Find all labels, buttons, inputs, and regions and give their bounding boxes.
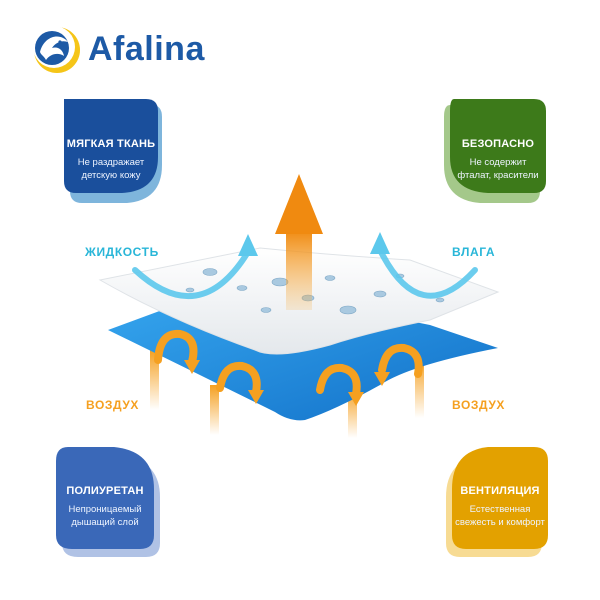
label-moisture: ВЛАГА: [452, 245, 496, 259]
badge-line: дышащий слой: [71, 517, 139, 528]
dolphin-logo-icon: [33, 26, 80, 73]
brand-name: Afalina: [88, 30, 205, 68]
badge-line: Не содержит: [469, 157, 527, 168]
badge-polyurethane: ПОЛИУРЕТАН Непроницаемый дышащий слой: [42, 445, 172, 565]
badge-line: Непроницаемый: [68, 504, 142, 515]
moisture-flow-arrows: [132, 247, 478, 299]
badge-line: свежесть и комфорт: [455, 517, 545, 528]
brand-logo: Afalina: [30, 22, 220, 82]
badge-title: БЕЗОПАСНО: [461, 138, 535, 150]
badge-safe: БЕЗОПАСНО Не содержит фталат, красители: [430, 95, 560, 210]
badge-soft-fabric: МЯГКАЯ ТКАНЬ Не раздражает детскую кожу: [42, 95, 172, 210]
badge-ventilation: ВЕНТИЛЯЦИЯ Естественная свежесть и комфо…: [430, 445, 560, 565]
badge-line: Естественная: [469, 504, 531, 515]
badge-line: Не раздражает: [77, 157, 145, 168]
badge-title: МЯГКАЯ ТКАНЬ: [66, 138, 156, 150]
badge-line: детскую кожу: [81, 170, 141, 181]
air-circulation-arrows: [154, 329, 423, 398]
vapor-up-arrow: [275, 174, 323, 310]
fabric-layers-illustration: [98, 174, 500, 438]
badge-title: ПОЛИУРЕТАН: [66, 485, 144, 497]
label-air-left: ВОЗДУХ: [86, 398, 139, 412]
label-liquid: ЖИДКОСТЬ: [85, 245, 159, 259]
label-air-right: ВОЗДУХ: [452, 398, 505, 412]
badge-title: ВЕНТИЛЯЦИЯ: [460, 485, 540, 497]
badge-line: фталат, красители: [457, 170, 539, 181]
air-flow-posts: [150, 350, 424, 438]
